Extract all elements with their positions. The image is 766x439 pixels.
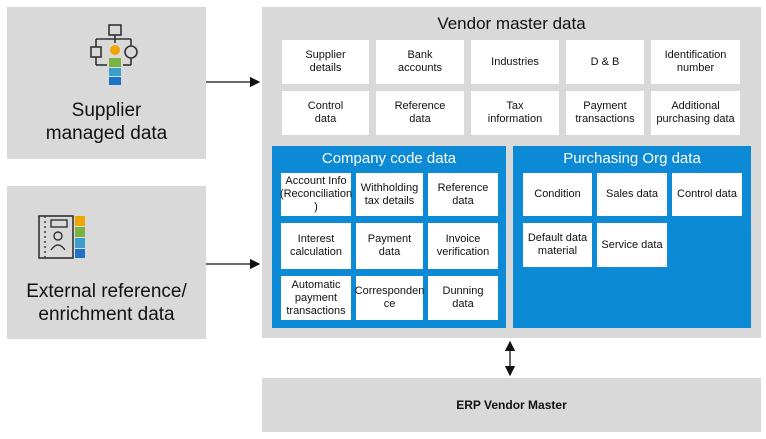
erp-vendor-master-label: ERP Vendor Master (456, 398, 567, 412)
erp-vendor-master-panel: ERP Vendor Master (262, 378, 761, 432)
vendor-master-title: Vendor master data (437, 14, 586, 33)
vm-cell-control-data: Control data (282, 91, 369, 135)
po-cell-default-data-material: Default data material (523, 223, 592, 267)
cc-cell-correspondence: Corresponden ce (355, 276, 424, 320)
company-code-title: Company code data (321, 150, 457, 167)
vm-cell-tax-information: Tax information (471, 91, 559, 135)
vm-cell-dnb: D & B (566, 40, 644, 84)
vm-cell-identification-number: Identification number (651, 40, 740, 84)
cc-cell-interest-calculation: Interest calculation (281, 223, 351, 269)
purchasing-org-panel: Purchasing Org data Condition Sales data… (513, 146, 751, 328)
cc-cell-payment-data: Payment data (356, 223, 423, 269)
po-cell-service-data: Service data (597, 223, 667, 267)
reference-book-icon (38, 215, 85, 259)
vm-cell-bank-accounts: Bank accounts (376, 40, 464, 84)
vendor-master-panel: Vendor master data Supplier details Bank… (262, 7, 761, 338)
vm-cell-industries: Industries (471, 40, 559, 84)
supplier-managed-label: Supplier managed data (45, 100, 168, 144)
cc-cell-invoice-verification: Invoice verification (428, 223, 498, 269)
supplier-network-icon (90, 24, 138, 85)
po-cell-condition: Condition (523, 173, 592, 216)
external-reference-panel: External reference/ enrichment data (7, 186, 206, 339)
supplier-managed-panel: Supplier managed data (7, 7, 206, 159)
vm-cell-payment-transactions: Payment transactions (566, 91, 644, 135)
po-cell-control-data: Control data (672, 173, 742, 216)
company-code-panel: Company code data Account Info (Reconcil… (272, 146, 506, 328)
cc-cell-dunning-data: Dunning data (428, 276, 498, 320)
po-cell-sales-data: Sales data (597, 173, 667, 216)
cc-cell-reference-data: Reference data (428, 173, 498, 216)
cc-cell-automatic-payment: Automatic payment transactions (281, 276, 351, 320)
purchasing-org-title: Purchasing Org data (563, 150, 701, 167)
cc-cell-withholding-tax: Withholding tax details (356, 173, 423, 216)
vm-cell-reference-data: Reference data (376, 91, 464, 135)
external-reference-label: External reference/ enrichment data (26, 281, 187, 325)
vm-cell-additional-purchasing-data: Additional purchasing data (651, 91, 740, 135)
cc-cell-account-info: Account Info (Reconciliation ) (280, 173, 352, 216)
vm-cell-supplier-details: Supplier details (282, 40, 369, 84)
